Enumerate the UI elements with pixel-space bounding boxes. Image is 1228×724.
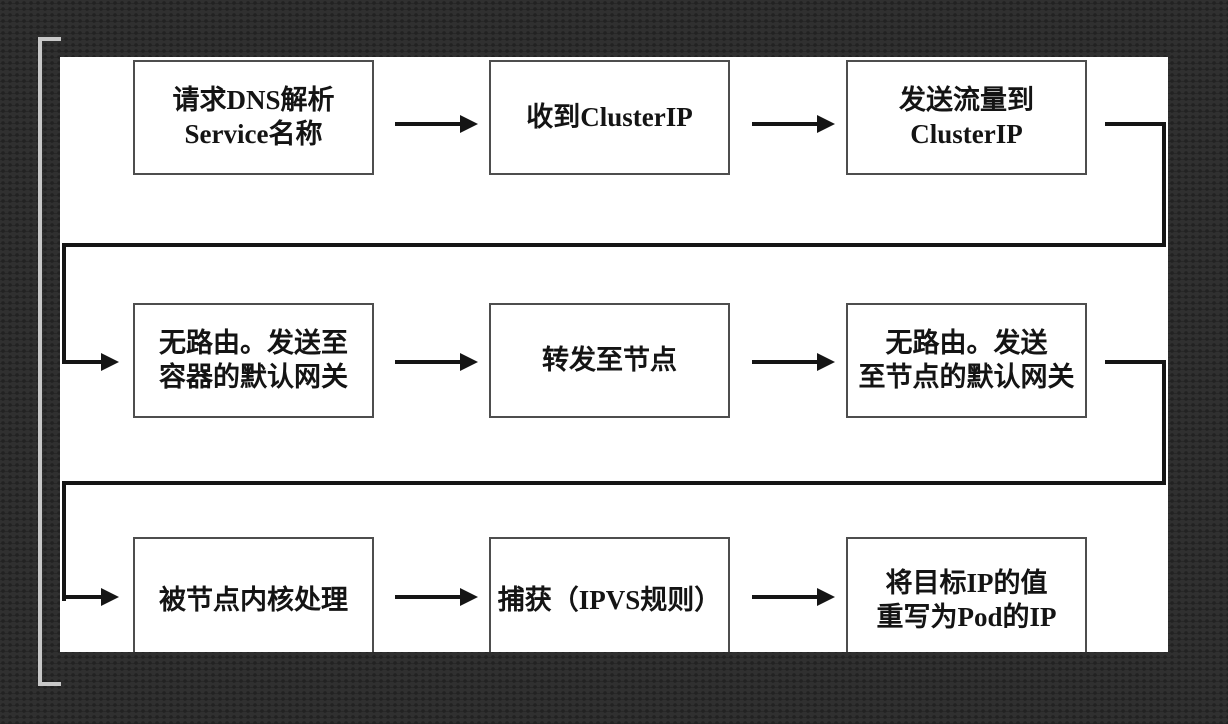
- left-bracket-vertical: [38, 37, 42, 686]
- arrow-right-icon: [62, 353, 119, 371]
- flow-box-receive-clusterip: 收到ClusterIP: [489, 60, 730, 175]
- left-bracket-bottom-stub: [38, 682, 61, 686]
- arrow-right-icon: [395, 115, 478, 133]
- flow-box-no-route-node: 无路由。发送 至节点的默认网关: [846, 303, 1087, 418]
- flow-box-rewrite-pod-ip: 将目标IP的值 重写为Pod的IP: [846, 537, 1087, 652]
- arrow-right-icon: [395, 353, 478, 371]
- connector-row2-right-v: [1162, 360, 1166, 485]
- arrow-right-icon: [752, 588, 835, 606]
- connector-row3-left-v: [62, 481, 66, 601]
- flow-box-kernel-processing: 被节点内核处理: [133, 537, 374, 652]
- arrow-right-icon: [62, 588, 119, 606]
- slide-canvas: 请求DNS解析 Service名称 收到ClusterIP 发送流量到 Clus…: [60, 57, 1168, 652]
- connector-row1-right-v: [1162, 122, 1166, 247]
- flow-box-forward-to-node: 转发至节点: [489, 303, 730, 418]
- flow-box-request-dns: 请求DNS解析 Service名称: [133, 60, 374, 175]
- connector-row1-row2-long-h: [62, 243, 1166, 247]
- flow-box-no-route-container: 无路由。发送至 容器的默认网关: [133, 303, 374, 418]
- connector-row2-exit-h: [1105, 360, 1166, 364]
- left-bracket-top-stub: [38, 37, 61, 41]
- flow-box-capture-ipvs: 捕获（IPVS规则）: [489, 537, 730, 652]
- connector-row2-left-v: [62, 243, 66, 364]
- arrow-right-icon: [395, 588, 478, 606]
- arrow-right-icon: [752, 115, 835, 133]
- flow-box-send-traffic: 发送流量到 ClusterIP: [846, 60, 1087, 175]
- arrow-right-icon: [752, 353, 835, 371]
- connector-row2-row3-long-h: [62, 481, 1166, 485]
- connector-row1-exit-h: [1105, 122, 1166, 126]
